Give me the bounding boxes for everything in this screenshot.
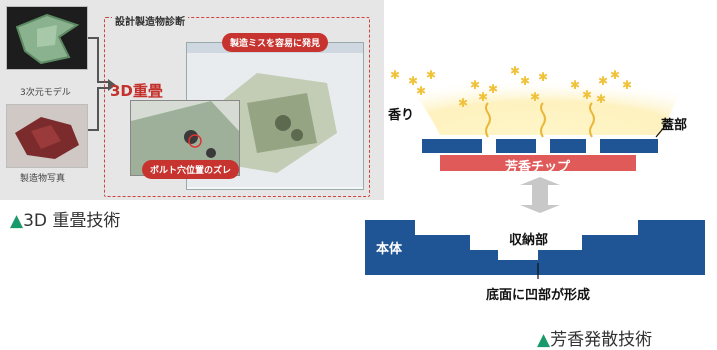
- svg-text:✱: ✱: [570, 78, 580, 92]
- pill-detection: 製造ミスを容易に発見: [222, 33, 329, 52]
- lid-label: 蓋部: [661, 118, 688, 133]
- scent-glow: [390, 65, 690, 135]
- product-photo: [15, 117, 79, 159]
- svg-text:✱: ✱: [416, 84, 426, 98]
- caption-3d-overlay-text: 3D 重畳技術: [23, 211, 121, 231]
- scent-label: 香り: [388, 108, 415, 123]
- svg-text:✱: ✱: [520, 74, 530, 88]
- svg-text:✱: ✱: [408, 74, 418, 88]
- caption-3d-overlay: ▲3D 重畳技術: [10, 206, 120, 231]
- figure-3d-overlay: 3次元モデル 製造物写真 設計製造物診断 3D重畳: [0, 0, 384, 200]
- scent-stars: ✱✱✱ ✱✱✱ ✱✱✱ ✱✱✱ ✱✱✱ ✱✱✱: [390, 64, 632, 110]
- body-base: [365, 220, 705, 275]
- caption-marker: ▲: [537, 330, 551, 350]
- diagnosis-header: 設計製造物診断: [112, 13, 188, 28]
- chip-label: 芳香チップ: [505, 160, 571, 175]
- svg-text:✱: ✱: [610, 68, 620, 82]
- pill-bolt-offset: ボルト穴位置のズレ: [142, 160, 240, 179]
- lid-pointer: [655, 124, 667, 138]
- svg-text:✱: ✱: [478, 90, 488, 104]
- diagnosis-frame: [104, 17, 370, 197]
- photo-thumbnail: [6, 104, 88, 168]
- svg-text:✱: ✱: [510, 64, 520, 78]
- svg-text:✱: ✱: [488, 82, 498, 96]
- model-thumbnail: [6, 6, 88, 70]
- storage-label: 収納部: [509, 233, 549, 248]
- svg-text:✱: ✱: [538, 70, 548, 84]
- recess-note: 底面に凹部が形成: [486, 288, 591, 303]
- scent-waves: [485, 102, 595, 138]
- zoom-render: [131, 101, 239, 175]
- caption-aroma: ▲芳香発散技術: [537, 325, 652, 350]
- overlay-label: 3D重畳: [110, 82, 163, 100]
- lid: [422, 139, 658, 153]
- svg-text:✱: ✱: [530, 90, 540, 104]
- body-label: 本体: [376, 242, 403, 257]
- photo-label: 製造物写真: [20, 174, 66, 184]
- svg-text:✱: ✱: [470, 78, 480, 92]
- svg-text:✱: ✱: [582, 88, 592, 102]
- model-image: [15, 13, 80, 65]
- caption-marker: ▲: [10, 211, 24, 231]
- svg-text:✱: ✱: [458, 96, 468, 110]
- svg-text:✱: ✱: [390, 68, 400, 82]
- aroma-chip: [440, 155, 636, 171]
- caption-aroma-text: 芳香発散技術: [550, 330, 653, 350]
- svg-text:✱: ✱: [596, 92, 606, 106]
- aroma-diagram: ✱✱✱ ✱✱✱ ✱✱✱ ✱✱✱ ✱✱✱ ✱✱✱: [365, 64, 705, 279]
- svg-text:✱: ✱: [598, 74, 608, 88]
- svg-text:✱: ✱: [622, 78, 632, 92]
- model-label: 3次元モデル: [20, 88, 71, 98]
- svg-text:✱: ✱: [426, 68, 436, 82]
- double-arrow: [520, 177, 560, 213]
